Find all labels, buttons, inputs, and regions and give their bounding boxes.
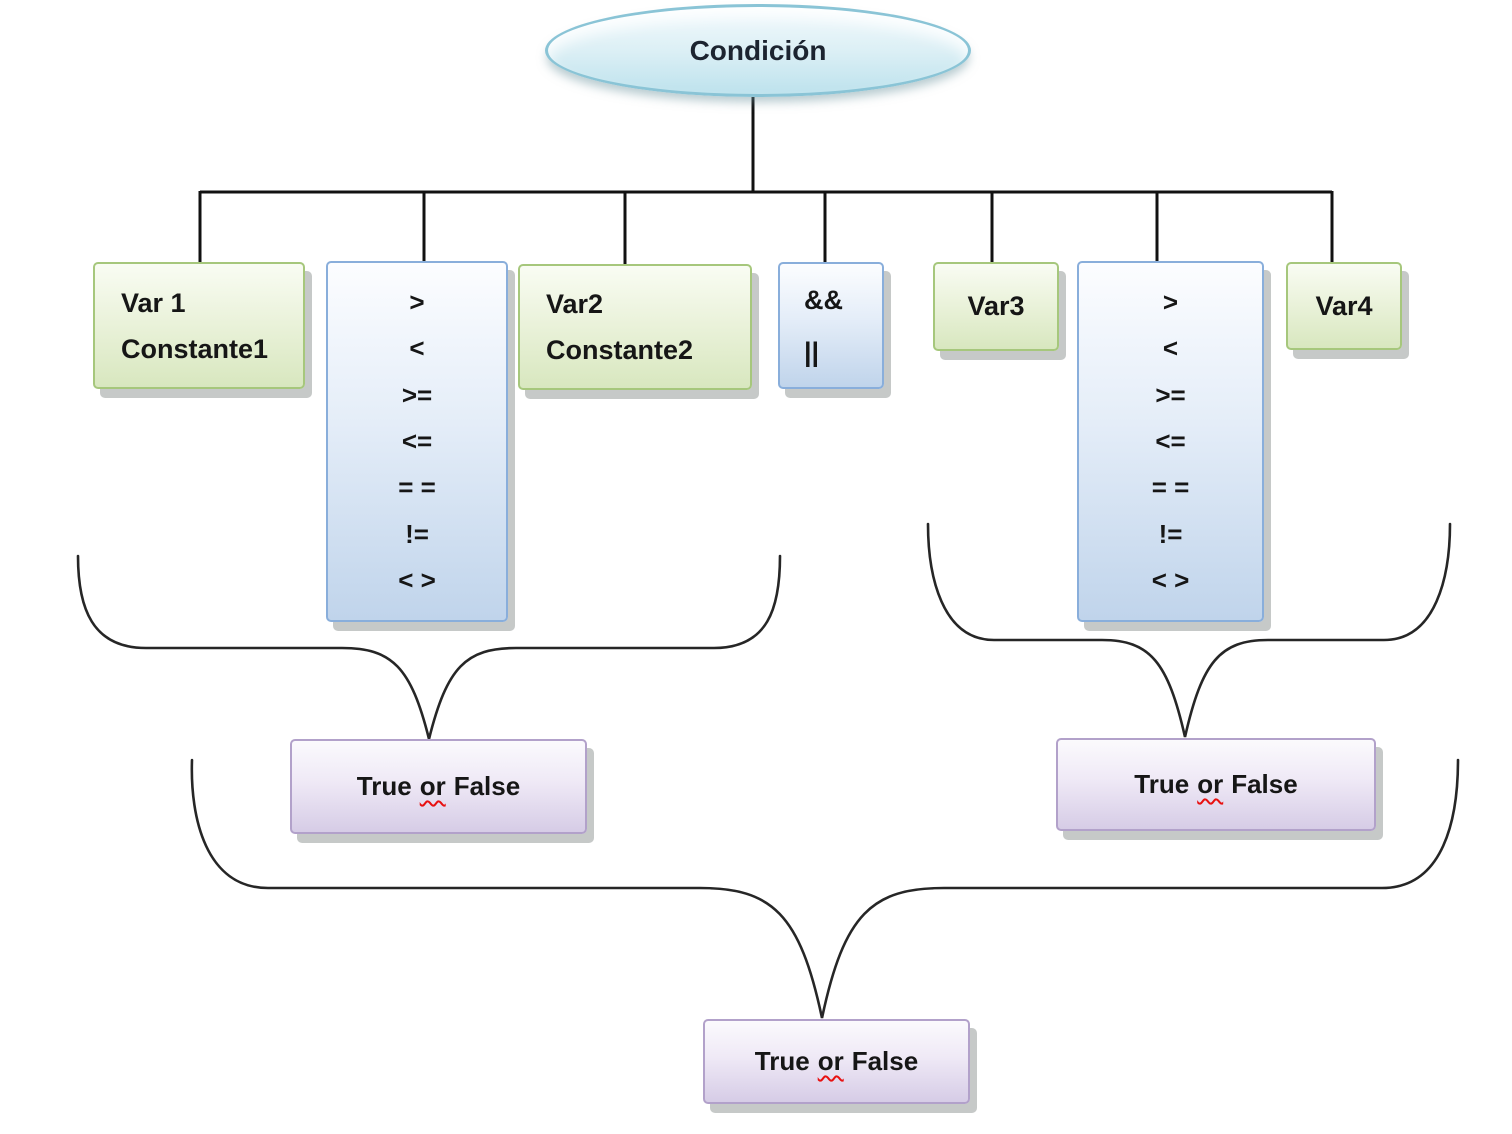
operators-box-right: > < >= <= = = != < > xyxy=(1077,261,1264,622)
constante2-label: Constante2 xyxy=(546,335,694,365)
result-word-true: True xyxy=(754,1046,810,1076)
true-or-false-right-box: True or False xyxy=(1056,738,1376,831)
operator-lte: <= xyxy=(1155,425,1186,456)
result-word-or: or xyxy=(419,771,446,801)
operator-eq: = = xyxy=(398,472,436,503)
operator-eq: = = xyxy=(1151,472,1190,503)
result-word-false: False xyxy=(453,771,521,801)
constante1-label: Constante1 xyxy=(121,333,269,364)
operators-box-left: > < >= <= = = != < > xyxy=(326,261,508,622)
condition-root-ellipse: Condición xyxy=(545,4,971,97)
operator-gte: >= xyxy=(1155,379,1186,410)
var1-label: Var 1 xyxy=(121,287,186,318)
operator-gte: >= xyxy=(401,379,433,410)
var3-box: Var3 xyxy=(933,262,1059,351)
result-word-false: False xyxy=(851,1046,919,1076)
operator-lt: < xyxy=(409,333,425,364)
operator-lt: < xyxy=(1162,333,1179,364)
operator-neq: != xyxy=(1158,518,1183,549)
logical-operators-box: && || xyxy=(778,262,884,389)
operator-gt: > xyxy=(1162,286,1179,317)
var2-label: Var2 xyxy=(546,289,604,319)
condition-label: Condición xyxy=(689,34,827,66)
var3-label: Var3 xyxy=(967,291,1025,321)
operator-diamond: < > xyxy=(1151,565,1190,596)
result-word-or: or xyxy=(1197,769,1224,799)
result-word-false: False xyxy=(1231,769,1298,799)
tree-connector-lines xyxy=(198,97,1334,264)
operator-lte: <= xyxy=(401,425,433,456)
operator-neq: != xyxy=(405,518,429,549)
result-word-or: or xyxy=(817,1046,844,1076)
operator-gt: > xyxy=(409,286,425,317)
var2-constante2-box: Var2 Constante2 xyxy=(518,264,752,390)
brace-bottom xyxy=(190,758,1460,1019)
true-or-false-final-box: True or False xyxy=(703,1019,970,1104)
result-word-true: True xyxy=(1134,769,1190,799)
var4-label: Var4 xyxy=(1315,290,1373,321)
and-operator-label: && xyxy=(804,284,843,315)
var4-box: Var4 xyxy=(1286,262,1402,350)
operator-diamond: < > xyxy=(398,565,436,596)
or-operator-label: || xyxy=(804,336,820,367)
brace-right xyxy=(926,522,1452,738)
true-or-false-left-box: True or False xyxy=(290,739,587,834)
result-word-true: True xyxy=(356,771,412,801)
var1-constante1-box: Var 1 Constante1 xyxy=(93,262,305,389)
